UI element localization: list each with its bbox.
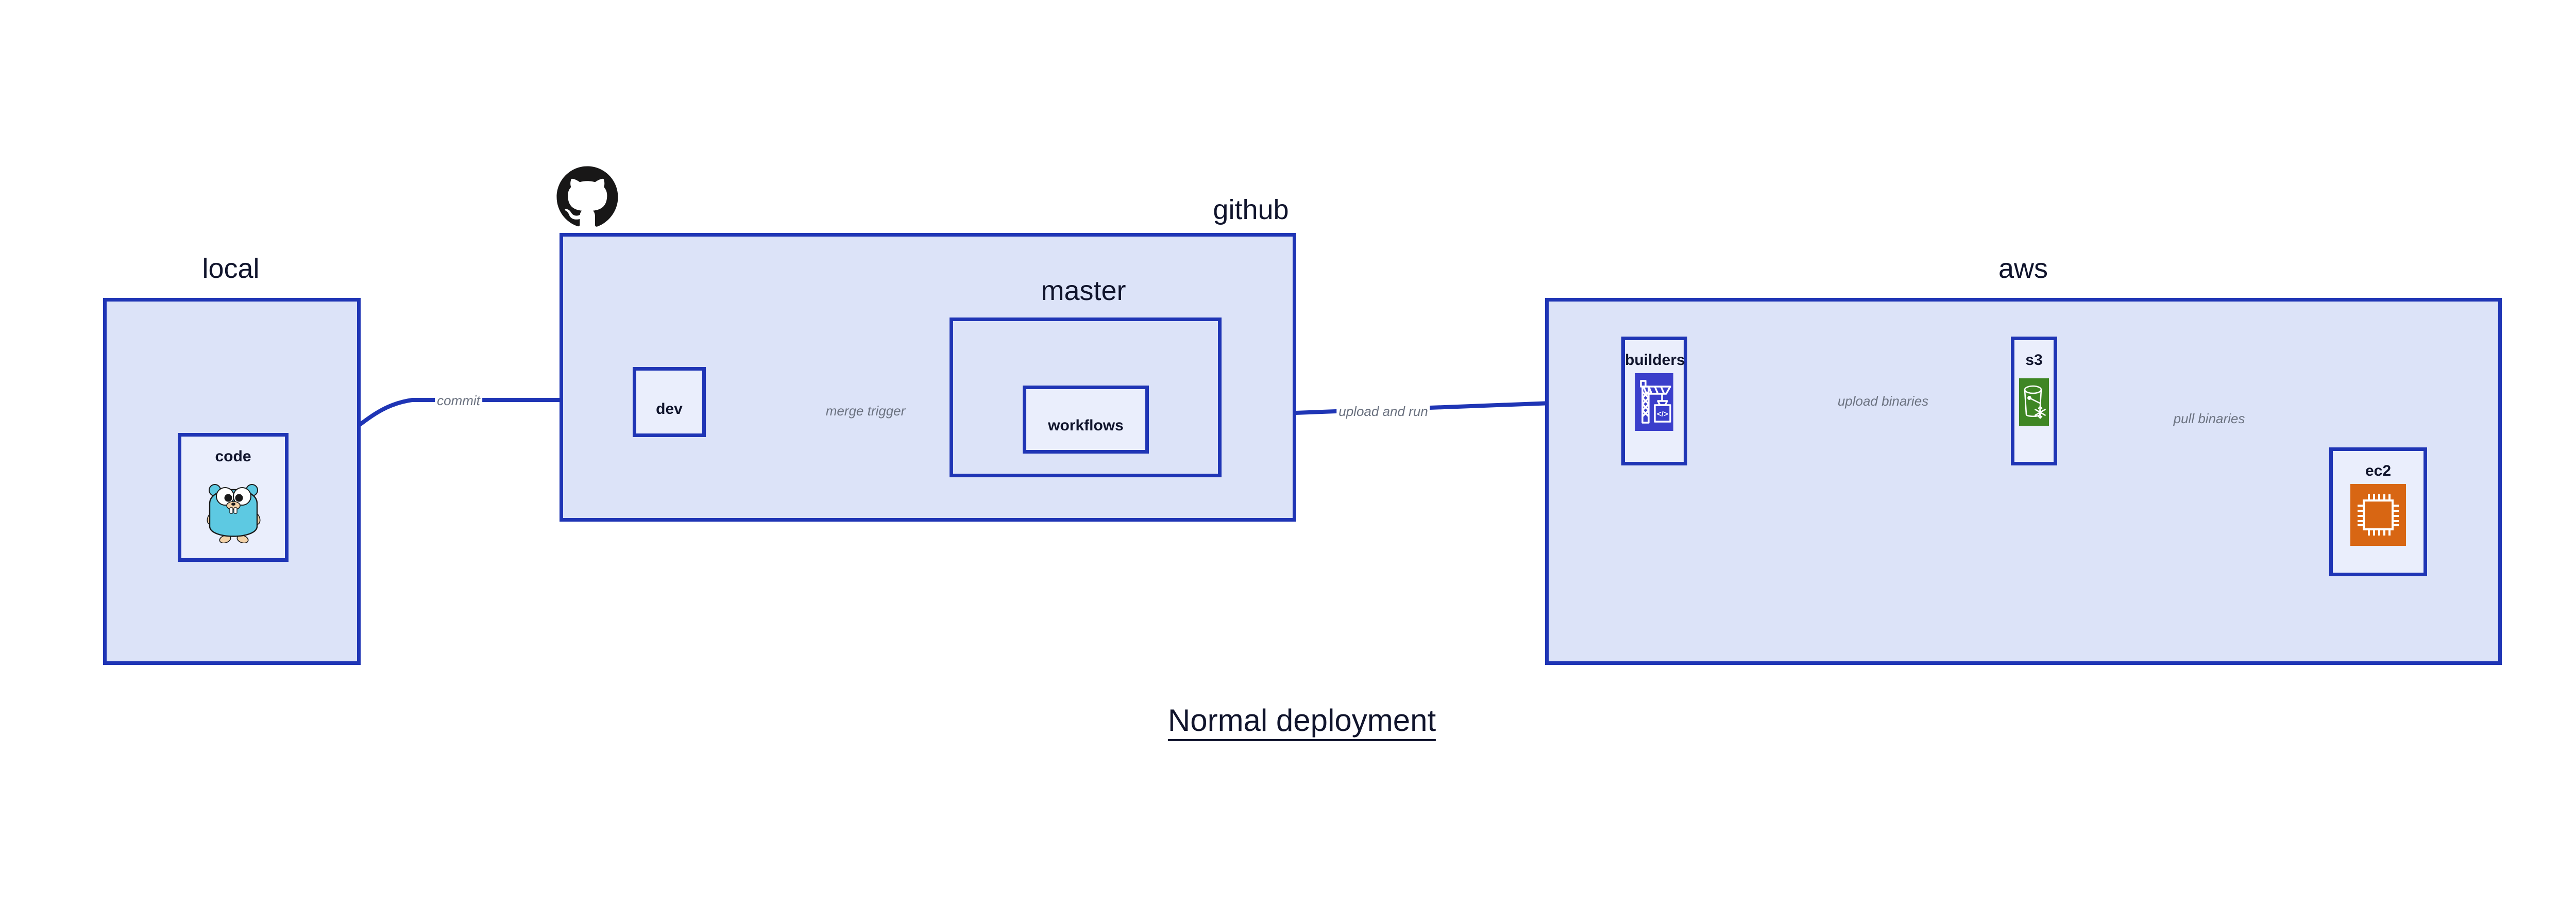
node-workflows[interactable]: workflows bbox=[1023, 386, 1149, 454]
aws-ec2-icon bbox=[2350, 484, 2406, 546]
node-dev[interactable]: dev bbox=[633, 367, 706, 437]
edge-label-pull-binaries: pull binaries bbox=[2171, 411, 2247, 426]
go-gopher-icon bbox=[205, 475, 262, 544]
container-label-aws: aws bbox=[1998, 253, 2048, 284]
edge-label-upload-binaries: upload binaries bbox=[1835, 393, 1931, 409]
container-label-local: local bbox=[202, 253, 260, 284]
aws-codebuild-icon: </> bbox=[1635, 373, 1673, 431]
node-code[interactable]: code bbox=[178, 433, 289, 562]
aws-s3-glacier-icon bbox=[2019, 378, 2049, 426]
node-label-ec2: ec2 bbox=[2365, 462, 2392, 479]
node-label-s3: s3 bbox=[2025, 352, 2043, 369]
container-label-master: master bbox=[1041, 275, 1126, 306]
container-label-github: github bbox=[1213, 194, 1289, 225]
node-label-dev: dev bbox=[656, 400, 683, 417]
edge-label-merge-trigger: merge trigger bbox=[823, 403, 908, 419]
node-label-builders: builders bbox=[1625, 352, 1685, 369]
edge-label-upload-and-run: upload and run bbox=[1336, 404, 1430, 419]
node-label-workflows: workflows bbox=[1048, 417, 1124, 434]
edge-label-commit: commit bbox=[435, 393, 482, 408]
node-ec2[interactable]: ec2 bbox=[2329, 447, 2427, 576]
svg-text:</>: </> bbox=[1657, 410, 1668, 419]
node-s3[interactable]: s3 bbox=[2011, 337, 2057, 465]
node-label-code: code bbox=[215, 448, 251, 465]
page-title: Normal deployment bbox=[1167, 705, 1436, 741]
node-builders[interactable]: builders < bbox=[1621, 337, 1687, 465]
github-octocat-logo bbox=[555, 165, 619, 229]
